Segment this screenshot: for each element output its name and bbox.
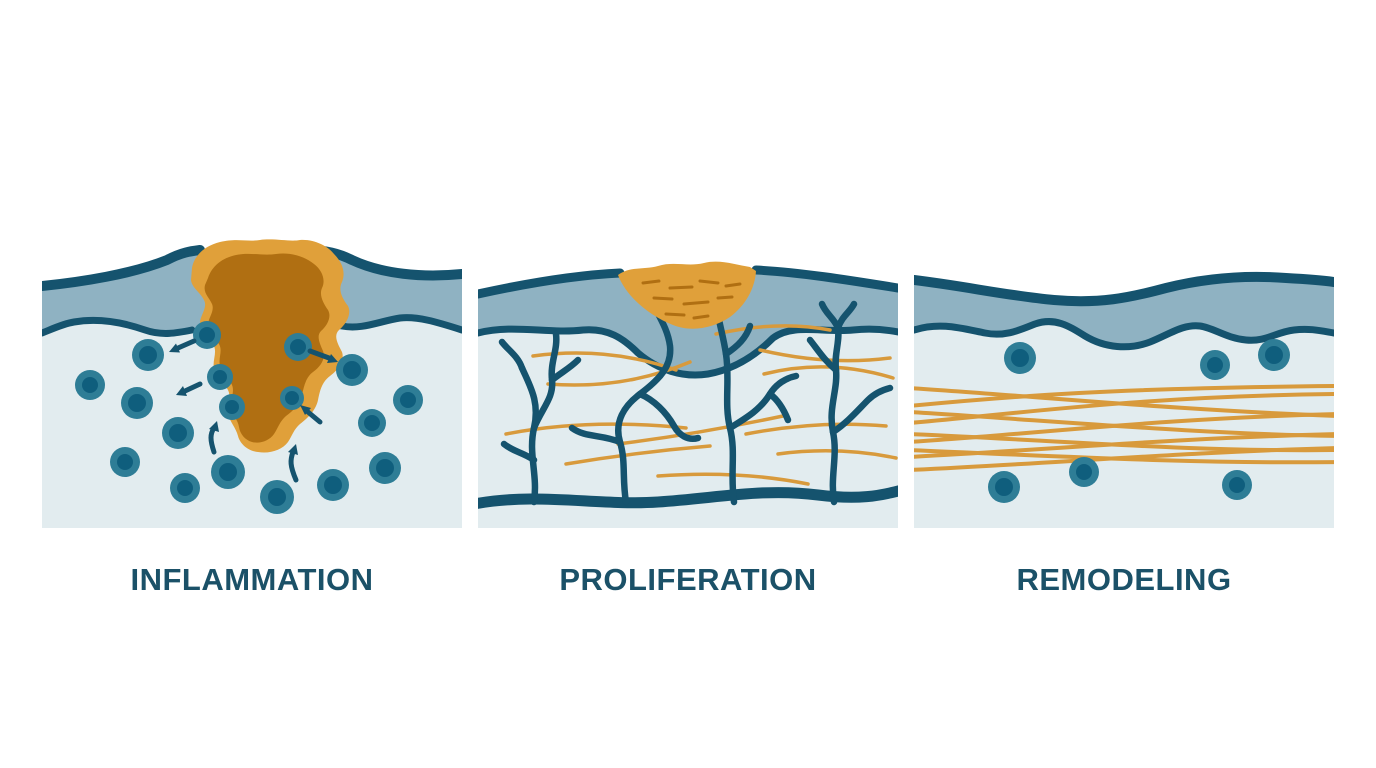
immune-cell: [207, 364, 233, 390]
cell: [1222, 470, 1252, 500]
blood-vessels: [478, 274, 898, 509]
stage-label-remodeling: REMODELING: [1016, 562, 1232, 597]
cells: [988, 339, 1290, 503]
cell: [988, 471, 1020, 503]
immune-cell: [162, 417, 194, 449]
immune-cell: [121, 387, 153, 419]
proliferation-illustration: [478, 261, 898, 528]
inflammation-illustration: [42, 239, 462, 528]
stage-label-inflammation: INFLAMMATION: [130, 562, 374, 597]
immune-cell: [219, 394, 245, 420]
immune-cell: [260, 480, 294, 514]
cell: [1004, 342, 1036, 374]
migration-arrows: [169, 338, 338, 483]
cell: [1258, 339, 1290, 371]
stage-panel-proliferation: PROLIFERATION: [478, 238, 898, 598]
cell: [1069, 457, 1099, 487]
immune-cell: [317, 469, 349, 501]
scab-texture: [641, 279, 742, 320]
cell: [1200, 350, 1230, 380]
immune-cell: [369, 452, 401, 484]
immune-cells: [75, 321, 423, 514]
collagen-fibers: [914, 384, 1334, 472]
immune-cell: [193, 321, 221, 349]
immune-cell: [75, 370, 105, 400]
immune-cell: [284, 333, 312, 361]
immune-cell: [211, 455, 245, 489]
immune-cell: [280, 386, 304, 410]
immune-cell: [393, 385, 423, 415]
wound-healing-diagram: INFLAMMATION: [42, 238, 1334, 598]
stage-panel-remodeling: REMODELING: [914, 238, 1334, 598]
remodeling-illustration: [914, 271, 1334, 528]
scab: [618, 261, 756, 329]
immune-cell: [110, 447, 140, 477]
immune-cell: [358, 409, 386, 437]
stage-panel-inflammation: INFLAMMATION: [42, 238, 462, 598]
immune-cell: [336, 354, 368, 386]
collagen-fibers: [504, 324, 898, 486]
immune-cell: [170, 473, 200, 503]
immune-cell: [132, 339, 164, 371]
stage-label-proliferation: PROLIFERATION: [559, 562, 817, 597]
